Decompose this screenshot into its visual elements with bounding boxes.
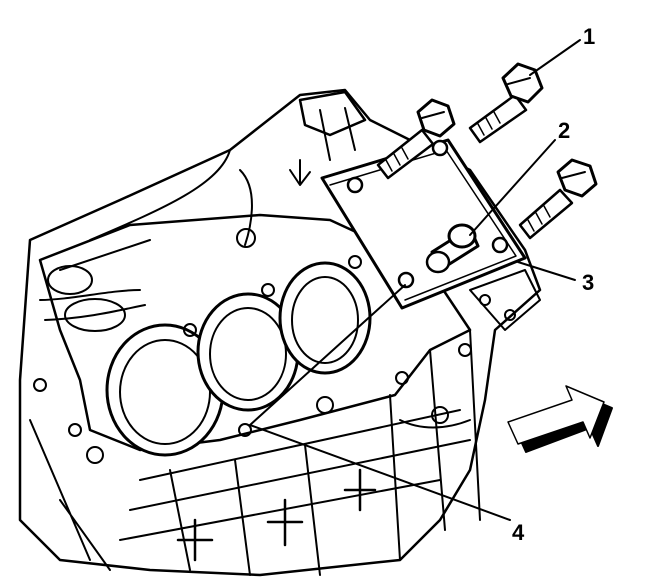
plate-hole xyxy=(431,139,449,157)
callout-4: 4 xyxy=(512,520,525,545)
cover-plate xyxy=(320,138,527,310)
callout-1: 1 xyxy=(583,24,595,49)
callout-3: 3 xyxy=(582,270,594,295)
leader-lines xyxy=(249,39,581,521)
leader-line-4 xyxy=(249,424,511,521)
dowel-pin xyxy=(425,223,480,274)
front-arrow-icon xyxy=(507,385,613,453)
plate-hole xyxy=(346,176,364,194)
leader-line-3 xyxy=(517,261,576,281)
leader-line-2 xyxy=(469,139,556,236)
bolt-upper-right xyxy=(468,62,544,144)
cylinder-bore-3 xyxy=(278,261,372,375)
bolt-lower-right xyxy=(518,158,598,240)
callout-2: 2 xyxy=(558,118,570,143)
callouts: 1 2 3 4 xyxy=(512,24,595,545)
leader-line-1 xyxy=(529,39,581,76)
bolt-upper-left xyxy=(376,98,456,180)
plate-hole xyxy=(397,271,415,289)
plate-hole xyxy=(491,236,509,254)
deck-surface xyxy=(38,213,472,452)
